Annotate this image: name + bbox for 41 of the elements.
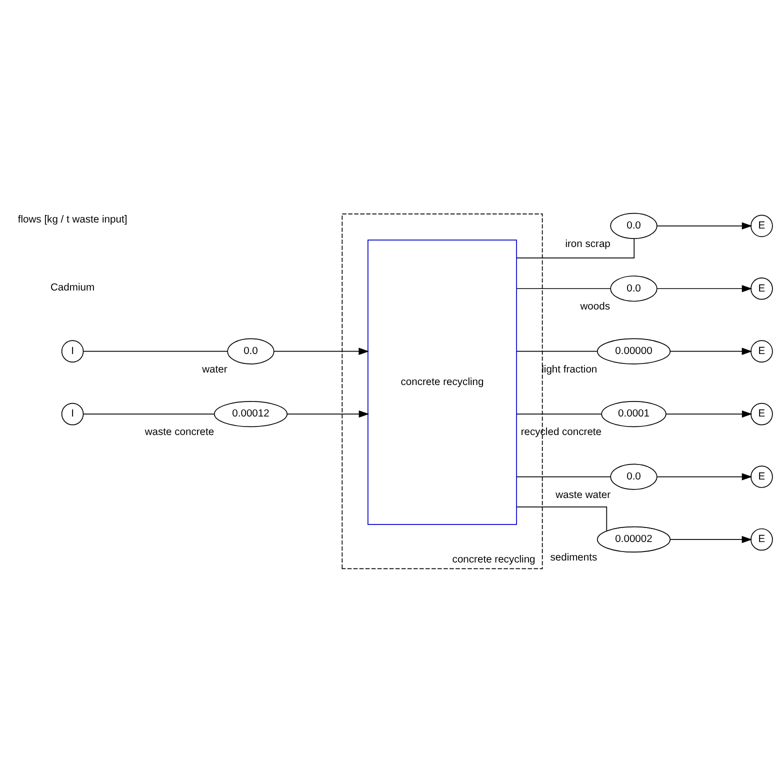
node-label: woods: [580, 302, 610, 313]
connector: [516, 506, 608, 532]
arrow: [656, 222, 752, 230]
node-label: light fraction: [542, 364, 598, 376]
node-ellipse: 0.00002: [596, 526, 671, 553]
arrow: [274, 348, 369, 355]
label: flows [kg / t waste input]: [18, 214, 128, 226]
node-circle: I: [61, 402, 84, 426]
node-label: sediments: [550, 552, 598, 564]
arrow: [666, 410, 752, 418]
node-ellipse: 0.00000: [596, 338, 671, 364]
node-ellipse: 0.0001: [601, 401, 666, 428]
node-ellipse: 0.00012: [214, 401, 288, 428]
node-circle: E: [750, 340, 773, 362]
node-circle: E: [750, 214, 773, 238]
node-circle: E: [750, 277, 773, 300]
arrow: [670, 348, 752, 355]
node-ellipse: 0.0: [610, 464, 658, 490]
connector: [516, 476, 611, 478]
node-label: water: [202, 364, 228, 376]
node-label: iron scrap: [565, 238, 610, 250]
arrow: [656, 473, 752, 480]
node-box: concrete recycling: [368, 240, 517, 525]
node-circle: E: [750, 528, 773, 551]
node-ellipse: 0.0: [227, 338, 274, 364]
label: Cadmium: [50, 282, 95, 294]
arrow: [656, 285, 752, 292]
node-ellipse: 0.0: [610, 276, 658, 302]
node-circle: E: [750, 466, 773, 488]
node-label: waste concrete: [144, 427, 214, 438]
node-ellipse: 0.0: [610, 212, 658, 239]
connector: [516, 238, 635, 258]
arrow: [670, 536, 752, 544]
connector: [516, 288, 611, 290]
arrow: [286, 410, 370, 418]
node-label: recycled concrete: [520, 427, 602, 438]
node-label: waste water: [556, 490, 611, 501]
connector: [516, 350, 598, 352]
node-circle: I: [61, 340, 84, 362]
connector: [83, 350, 228, 352]
node-circle: E: [750, 402, 773, 426]
